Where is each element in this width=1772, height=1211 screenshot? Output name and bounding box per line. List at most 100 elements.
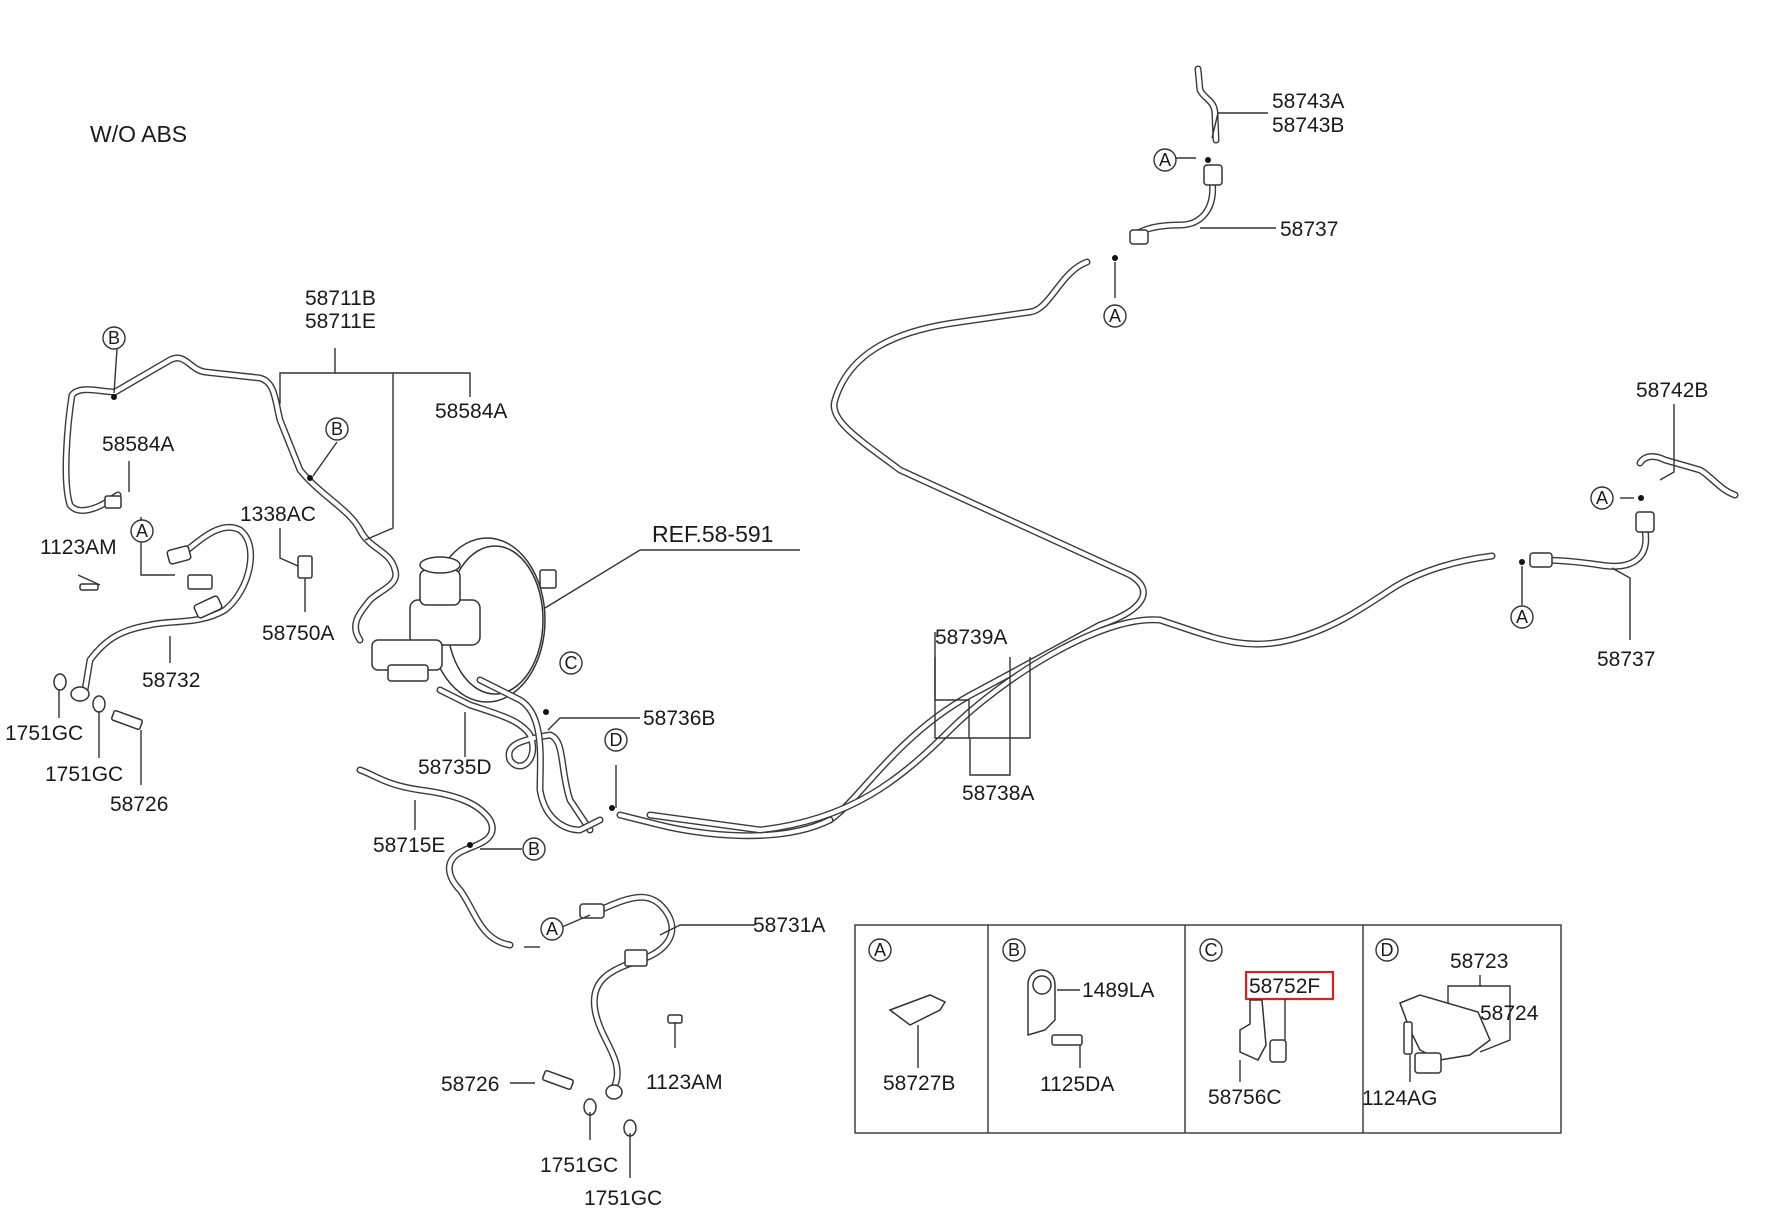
detail-box-a: A 58727B bbox=[868, 938, 955, 1095]
part-label: 1751GC bbox=[5, 722, 83, 745]
detail-box-c: C 58752F 58756C bbox=[1199, 938, 1335, 1109]
clip-icon bbox=[1269, 1039, 1287, 1063]
bolt-icon bbox=[667, 1014, 683, 1024]
callout-c-marker: C bbox=[559, 651, 583, 675]
part-label: 58726 bbox=[441, 1073, 499, 1096]
part-label: 58724 bbox=[1480, 1002, 1539, 1025]
part-label: 1751GC bbox=[584, 1187, 662, 1210]
part-label: 58711E bbox=[305, 310, 376, 333]
part-label: 58750A bbox=[262, 622, 334, 645]
part-label: 58736B bbox=[643, 707, 715, 730]
master-cylinder-pipes bbox=[356, 676, 604, 949]
leader-lines bbox=[58, 112, 1675, 1178]
part-label: 1338AC bbox=[240, 503, 316, 526]
bolt-icon bbox=[104, 495, 122, 509]
part-label: 58584A bbox=[102, 433, 174, 456]
svg-text:A: A bbox=[1159, 150, 1171, 170]
part-labels: 58743A 58743B 58737 58742B 58737 58711B … bbox=[5, 90, 1708, 1210]
part-label: 1123AM bbox=[646, 1071, 723, 1094]
part-label: 58727B bbox=[883, 1072, 955, 1095]
detail-box-b: B 1489LA 1125DA bbox=[1002, 938, 1154, 1096]
part-label: 58756C bbox=[1208, 1086, 1282, 1109]
svg-text:B: B bbox=[108, 328, 120, 348]
detail-box-table: A 58727B B 1489LA 1125DA C 58752F bbox=[854, 924, 1562, 1134]
part-label: 58584A bbox=[435, 400, 507, 423]
bracket-icon bbox=[1399, 994, 1491, 1061]
part-label: 58735D bbox=[418, 756, 492, 779]
washer-icon bbox=[53, 673, 67, 691]
part-label: 1751GC bbox=[540, 1154, 618, 1177]
part-label: 1751GC bbox=[45, 763, 123, 786]
highlighted-part-label: 58752F bbox=[1249, 975, 1320, 998]
reference-label: REF.58-591 bbox=[652, 521, 773, 547]
part-label: 1124AG bbox=[1362, 1087, 1438, 1110]
callout-a-marker: A bbox=[540, 917, 564, 941]
hardware bbox=[53, 495, 683, 1137]
svg-text:D: D bbox=[610, 730, 623, 750]
main-brake-pipe bbox=[616, 258, 1496, 840]
svg-text:B: B bbox=[331, 419, 343, 439]
callout-b-marker: B bbox=[522, 837, 546, 861]
svg-text:A: A bbox=[874, 940, 886, 960]
part-label: 58738A bbox=[962, 782, 1034, 805]
callout-a-marker: A bbox=[1153, 148, 1177, 172]
junction-dots bbox=[111, 157, 1644, 848]
callout-a-marker: A bbox=[1510, 605, 1534, 629]
circle-markers: A A A A A A B B B C D bbox=[102, 148, 1614, 941]
callout-a-marker: A bbox=[1103, 304, 1127, 328]
banjo-fitting bbox=[70, 686, 90, 702]
part-label: 58711B bbox=[305, 287, 376, 310]
front-left-hose bbox=[70, 523, 255, 702]
hose-fitting bbox=[166, 545, 192, 565]
rear-right-hose bbox=[1529, 453, 1739, 570]
clip-icon bbox=[297, 555, 313, 579]
svg-text:C: C bbox=[1205, 940, 1218, 960]
bolt-icon bbox=[1403, 1021, 1413, 1055]
callout-d-marker: D bbox=[604, 728, 628, 752]
washer-icon bbox=[92, 695, 106, 713]
part-label: 1123AM bbox=[40, 536, 117, 559]
svg-text:A: A bbox=[1516, 607, 1528, 627]
callout-b-marker: B bbox=[325, 417, 349, 441]
nut-icon bbox=[1414, 1052, 1442, 1074]
callout-a-marker: A bbox=[130, 519, 154, 543]
bracket-icon bbox=[1239, 999, 1267, 1061]
part-label: 58737 bbox=[1597, 648, 1655, 671]
hose-bracket bbox=[187, 574, 213, 590]
rear-top-hose bbox=[1129, 65, 1223, 245]
bolt-icon bbox=[111, 709, 143, 731]
clip-icon bbox=[888, 994, 947, 1026]
part-label: 1489LA bbox=[1082, 979, 1154, 1002]
front-left-pipe bbox=[62, 354, 400, 644]
rear-left-hose bbox=[579, 893, 676, 1100]
bolt-icon bbox=[1051, 1034, 1083, 1046]
part-label: 58726 bbox=[110, 793, 168, 816]
part-label: 58737 bbox=[1280, 218, 1338, 241]
diagram-title: W/O ABS bbox=[90, 121, 187, 147]
bolt-icon bbox=[79, 583, 99, 591]
bolt-icon bbox=[542, 1069, 574, 1091]
part-label: 58731A bbox=[753, 914, 825, 937]
part-label: 58723 bbox=[1450, 950, 1508, 973]
svg-text:B: B bbox=[528, 839, 540, 859]
part-label: 58743B bbox=[1272, 114, 1344, 137]
svg-text:A: A bbox=[546, 919, 558, 939]
svg-text:A: A bbox=[1596, 488, 1608, 508]
callout-a-marker: A bbox=[1590, 486, 1614, 510]
svg-text:C: C bbox=[565, 653, 578, 673]
svg-text:A: A bbox=[136, 521, 148, 541]
part-label: 1125DA bbox=[1040, 1073, 1114, 1096]
part-label: 58742B bbox=[1636, 379, 1708, 402]
brake-booster bbox=[371, 537, 557, 703]
detail-box-d: D 58723 58724 1124AG bbox=[1362, 938, 1539, 1110]
part-label: 58715E bbox=[373, 834, 445, 857]
part-label: 58732 bbox=[142, 669, 200, 692]
callout-b-marker: B bbox=[102, 326, 126, 350]
svg-text:D: D bbox=[1381, 940, 1394, 960]
svg-text:B: B bbox=[1008, 940, 1020, 960]
svg-text:A: A bbox=[1109, 306, 1121, 326]
hose-fitting bbox=[193, 595, 223, 619]
highlighted-part-box bbox=[1244, 970, 1335, 1001]
part-label: 58743A bbox=[1272, 90, 1344, 113]
